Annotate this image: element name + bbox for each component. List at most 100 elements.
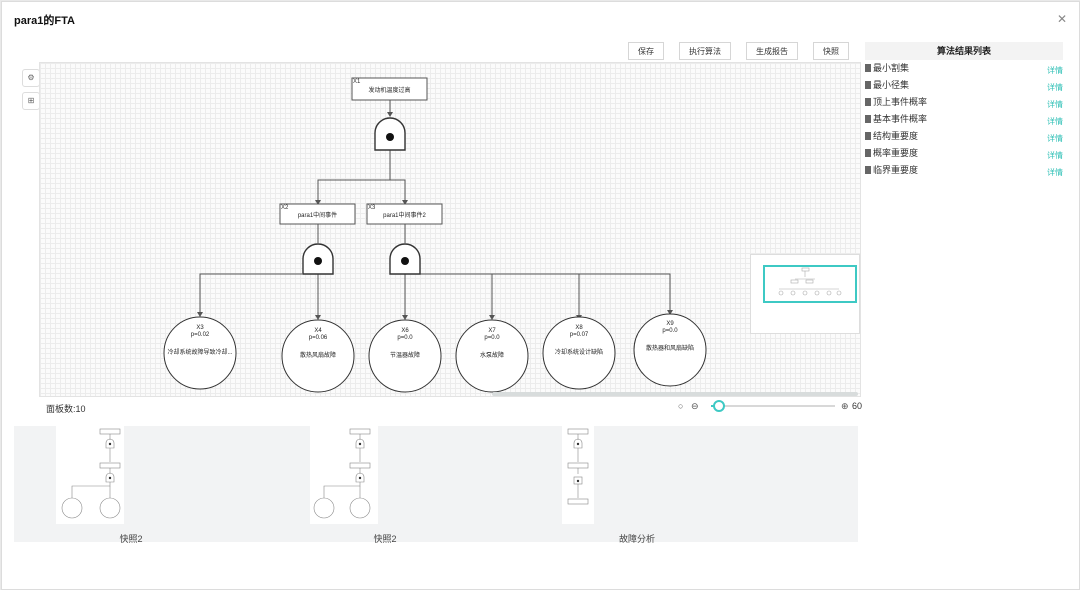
minimap[interactable] bbox=[750, 254, 860, 334]
snapshot-label: 故障分析 bbox=[618, 534, 655, 544]
event-x3[interactable]: X3 p=0.02 冷却系统故障导致冷却... bbox=[163, 316, 237, 390]
minimap-preview bbox=[778, 267, 842, 296]
event-x8-prob: p=0.07 bbox=[570, 332, 589, 338]
event-x7-label: 水泵故障 bbox=[480, 351, 504, 359]
result-item-label: 最小径集 bbox=[873, 80, 910, 90]
node-x3[interactable]: X3 para1中间事件2 bbox=[366, 203, 443, 225]
result-item-label: 基本事件概率 bbox=[873, 114, 928, 124]
node-x2[interactable]: X2 para1中间事件 bbox=[279, 203, 356, 225]
event-x4-id: X4 bbox=[314, 328, 322, 334]
canvas-status-bar: 面板数:10 ○ ⊖ ⊕ 60 bbox=[39, 396, 863, 417]
zoom-in-icon[interactable]: ⊕ bbox=[841, 401, 849, 411]
document-icon bbox=[865, 149, 871, 157]
snapshot-preview bbox=[567, 428, 589, 505]
result-item: 最小径集 详情 bbox=[865, 77, 1063, 94]
node-x1-label: 发动机温度过高 bbox=[368, 86, 410, 94]
horizontal-scrollbar[interactable] bbox=[492, 392, 858, 396]
event-x9-id: X9 bbox=[666, 321, 674, 327]
event-x8-label: 冷却系统设计缺陷 bbox=[555, 348, 603, 356]
node-x3-id: X3 bbox=[368, 205, 376, 211]
document-icon bbox=[865, 115, 871, 123]
result-detail-link[interactable]: 详情 bbox=[1047, 168, 1063, 177]
snapshot-strip: 快照2 快照2 bbox=[14, 426, 858, 544]
result-item: 概率重要度 详情 bbox=[865, 145, 1063, 162]
result-item: 基本事件概率 详情 bbox=[865, 111, 1063, 128]
and-gate-right[interactable] bbox=[389, 243, 421, 275]
result-item: 结构重要度 详情 bbox=[865, 128, 1063, 145]
snapshot-card[interactable]: 故障分析 bbox=[520, 426, 720, 544]
and-gate-top[interactable] bbox=[374, 117, 406, 151]
result-detail-link[interactable]: 详情 bbox=[1047, 151, 1063, 160]
snapshot-thumbnail bbox=[310, 426, 378, 524]
snapshot-preview bbox=[313, 428, 371, 519]
results-panel: 算法结果列表 最小割集详情最小径集详情顶上事件概率详情基本事件概率详情结构重要度… bbox=[865, 42, 1063, 179]
dialog-title: para1的FTA bbox=[14, 15, 75, 27]
result-item-label: 最小割集 bbox=[873, 63, 910, 73]
snapshot-preview bbox=[61, 428, 121, 519]
close-icon[interactable]: ✕ bbox=[1056, 12, 1067, 26]
zoom-slider-thumb[interactable] bbox=[713, 400, 726, 412]
result-item-label: 临界重要度 bbox=[873, 165, 919, 175]
zoom-value: 60 bbox=[852, 401, 863, 411]
event-x8[interactable]: X8 p=0.07 冷却系统设计缺陷 bbox=[542, 316, 616, 390]
event-x7-prob: p=0.0 bbox=[484, 335, 500, 341]
fault-tree-diagram: X1 发动机温度过高 X2 para1中间事件 X3 para1中间事件2 bbox=[163, 77, 707, 393]
grid-icon[interactable]: ⊞ bbox=[22, 92, 40, 110]
result-item-label: 顶上事件概率 bbox=[873, 97, 928, 107]
node-x1[interactable]: X1 发动机温度过高 bbox=[351, 77, 428, 101]
node-x2-label: para1中间事件 bbox=[298, 211, 337, 219]
node-x2-id: X2 bbox=[281, 205, 289, 211]
event-x6-label: 节温器故障 bbox=[390, 351, 420, 359]
event-x6-id: X6 bbox=[401, 328, 409, 334]
run-algorithm-button[interactable]: 执行算法 bbox=[679, 42, 731, 60]
result-detail-link[interactable]: 详情 bbox=[1047, 117, 1063, 126]
event-x6-prob: p=0.0 bbox=[397, 335, 413, 341]
event-x3-id: X3 bbox=[196, 325, 204, 331]
minimap-viewport[interactable] bbox=[763, 265, 857, 303]
event-x8-id: X8 bbox=[575, 325, 583, 331]
node-x1-id: X1 bbox=[353, 79, 361, 85]
event-x9-prob: p=0.0 bbox=[662, 328, 678, 334]
snapshot-label: 快照2 bbox=[373, 534, 397, 544]
result-detail-link[interactable]: 详情 bbox=[1047, 100, 1063, 109]
settings-icon[interactable]: ⚙ bbox=[22, 69, 40, 87]
event-x4[interactable]: X4 p=0.06 散热风扇故障 bbox=[281, 319, 355, 393]
fta-canvas[interactable]: X1 发动机温度过高 X2 para1中间事件 X3 para1中间事件2 bbox=[39, 62, 861, 397]
snapshot-button[interactable]: 快照 bbox=[813, 42, 849, 60]
result-detail-link[interactable]: 详情 bbox=[1047, 66, 1063, 75]
save-button[interactable]: 保存 bbox=[628, 42, 664, 60]
event-x3-prob: p=0.02 bbox=[191, 332, 210, 338]
zoom-slider-track[interactable] bbox=[711, 405, 835, 407]
snapshot-card[interactable]: 快照2 bbox=[268, 426, 468, 544]
document-icon bbox=[865, 81, 871, 89]
snapshot-thumbnail bbox=[56, 426, 124, 524]
result-item: 顶上事件概率 详情 bbox=[865, 94, 1063, 111]
result-item: 临界重要度 详情 bbox=[865, 162, 1063, 179]
document-icon bbox=[865, 64, 871, 72]
event-x4-prob: p=0.06 bbox=[309, 335, 328, 341]
zoom-out-icon[interactable]: ⊖ bbox=[691, 401, 699, 411]
node-x3-label: para1中间事件2 bbox=[383, 211, 426, 219]
event-x7-id: X7 bbox=[488, 328, 496, 334]
document-icon bbox=[865, 98, 871, 106]
result-item-label: 结构重要度 bbox=[873, 131, 919, 141]
result-item: 最小割集 详情 bbox=[865, 60, 1063, 77]
and-gate-left[interactable] bbox=[302, 243, 334, 275]
search-icon[interactable]: ○ bbox=[678, 401, 684, 411]
event-x6[interactable]: X6 p=0.0 节温器故障 bbox=[368, 319, 442, 393]
event-x9-label: 散热器和风扇缺陷 bbox=[646, 344, 694, 352]
result-detail-link[interactable]: 详情 bbox=[1047, 134, 1063, 143]
generate-report-button[interactable]: 生成报告 bbox=[746, 42, 798, 60]
event-x9[interactable]: X9 p=0.0 散热器和风扇缺陷 bbox=[633, 313, 707, 387]
snapshot-thumbnail bbox=[562, 426, 594, 524]
results-list: 最小割集详情最小径集详情顶上事件概率详情基本事件概率详情结构重要度详情概率重要度… bbox=[865, 60, 1063, 179]
results-title: 算法结果列表 bbox=[865, 42, 1063, 60]
snapshot-card[interactable]: 快照2 bbox=[14, 426, 214, 544]
result-item-label: 概率重要度 bbox=[873, 148, 919, 158]
document-icon bbox=[865, 132, 871, 140]
event-x3-label: 冷却系统故障导致冷却... bbox=[167, 348, 232, 356]
event-x7[interactable]: X7 p=0.0 水泵故障 bbox=[455, 319, 529, 393]
result-detail-link[interactable]: 详情 bbox=[1047, 83, 1063, 92]
document-icon bbox=[865, 166, 871, 174]
